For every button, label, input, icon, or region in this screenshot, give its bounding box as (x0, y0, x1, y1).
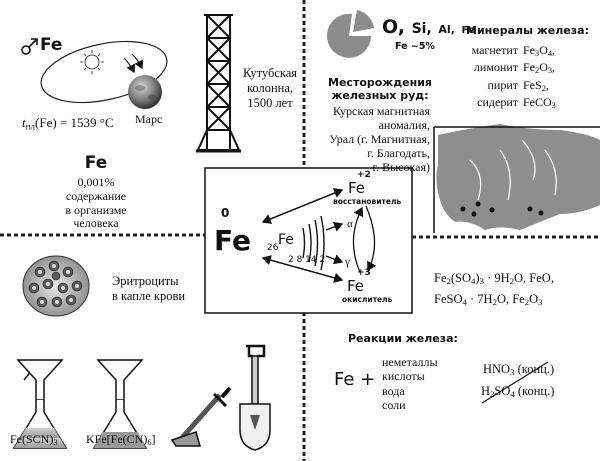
mineral-row: магнетит Fe3O4, (456, 42, 556, 59)
reaction-partner: неметаллы (382, 355, 438, 369)
center-box (204, 167, 413, 314)
mineral-formula: Fe2O3, (523, 60, 556, 76)
reducer-label: восстановитель (333, 197, 402, 206)
oxidizer-label: окислитель (342, 295, 393, 304)
electron-shells (302, 215, 325, 271)
flask-left-label: Fe(SCN)3 (10, 432, 58, 448)
blood-drop-icon (22, 255, 90, 317)
inner-fe: Fe (278, 232, 294, 248)
mars-symbol-icon (21, 38, 38, 55)
deposit-line: Курская магнитная (332, 104, 430, 118)
minerals-title: Минералы железа: (466, 24, 589, 37)
gamma-label: γ (345, 256, 350, 268)
electron-shells-numbers: 2 8 14 2 (288, 255, 326, 265)
flask-right-icon (92, 359, 148, 449)
deposit-line: аномалия, (378, 118, 430, 133)
iron-column-icon (196, 14, 241, 153)
mineral-row: пирит FeS2, (456, 77, 556, 94)
hno3-label: HNO3 (конц.) (483, 362, 555, 378)
atomic-number: 26 (267, 243, 279, 253)
strike-line (481, 361, 549, 404)
mars-planet-icon (128, 75, 162, 109)
mineral-name: сидерит (477, 95, 518, 110)
mineral-formula: Fe3O4, (523, 43, 556, 59)
mineral-formula: FeS2, (523, 77, 549, 93)
flask-left-icon (12, 359, 68, 449)
mineral-row: сидерит FeCO3 (456, 94, 556, 111)
sword-icon (170, 386, 232, 447)
motion-arrows-icon (123, 53, 144, 74)
plus-three: +3 (357, 268, 371, 278)
fe-body-symbol: Fe (84, 153, 108, 173)
sun-icon (80, 50, 104, 74)
crust-fe-percent: Fe ~5% (395, 41, 435, 52)
deposit-line: г. Высокая) (372, 160, 430, 175)
mineral-name: магнетит (471, 43, 518, 57)
melting-point-text: tпл(Fe) = 1539 °C (22, 115, 114, 132)
shovel-icon (239, 344, 271, 451)
alpha-label: α (347, 218, 353, 230)
flask-right-label: KFe[Fe(CN)6] (86, 432, 156, 448)
fe-plus-three: Fe (347, 277, 365, 295)
mineral-name: лимонит (473, 60, 518, 75)
iron-compounds: Fe2(SO4)3 · 9H2O, FeO, FeSO4 · 7H2O, Fe2… (434, 271, 554, 307)
deposit-line: г. Благодать, (367, 146, 430, 161)
mars-label: Марс (135, 112, 163, 126)
fe-plus: Fe + (334, 369, 376, 390)
reaction-partner: вода (382, 383, 405, 398)
crust-pie-icon (327, 10, 374, 58)
fe-zero-oxidation: 0 (221, 206, 230, 220)
h2so4-label: H2SO4 (конц.) (481, 384, 555, 400)
reactions-title: Реакции железа: (348, 332, 458, 345)
mineral-row: лимонит Fe2O3, (456, 59, 556, 76)
fe-plus-two: Fe (348, 179, 366, 197)
deposit-line: Урал (г. Магнитная, (329, 132, 430, 147)
fe-zero: Fe (214, 224, 251, 257)
mineral-name: пирит (487, 77, 518, 92)
plus-two: +2 (357, 170, 371, 180)
fe-planet-symbol: Fe (40, 35, 63, 55)
reaction-partner: кислоты (382, 369, 425, 384)
crust-elements: O, Si, Al, Fe (382, 16, 475, 38)
mineral-formula: FeCO3 (523, 95, 556, 111)
reaction-partner: соли (382, 398, 406, 413)
orbit-path (40, 40, 168, 104)
russia-map (433, 124, 600, 233)
